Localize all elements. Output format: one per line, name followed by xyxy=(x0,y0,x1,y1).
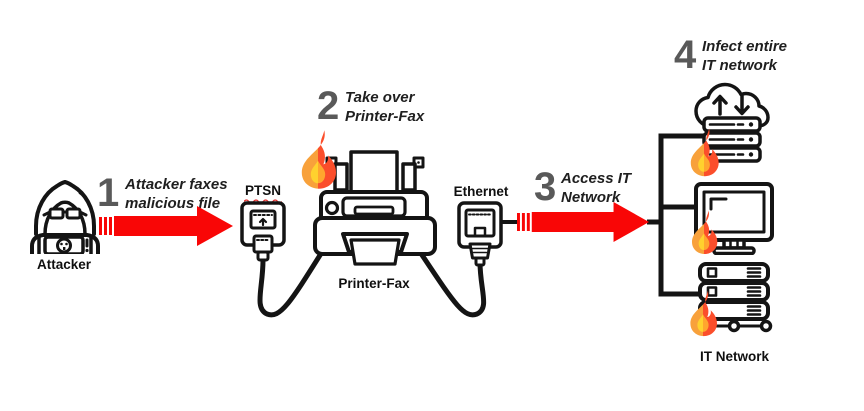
ethernet-cable xyxy=(417,249,487,318)
network-bracket xyxy=(658,133,729,297)
ethernet-jack-icon xyxy=(457,201,503,267)
step-4-text: Infect entire IT network xyxy=(702,38,788,74)
step-3-text: Access IT Network xyxy=(561,170,632,206)
step-4-number: 4 xyxy=(674,33,697,77)
step-1-number: 1 xyxy=(97,171,120,215)
step-3-number: 3 xyxy=(534,165,557,209)
printer-fax-icon xyxy=(313,150,437,266)
step-1-text: Attacker faxes malicious file xyxy=(125,176,228,212)
cloud-server-icon xyxy=(694,82,770,163)
monitor-icon xyxy=(694,182,774,255)
server-rack-icon xyxy=(695,262,773,333)
fire-icon xyxy=(682,127,726,177)
step-2-number: 2 xyxy=(317,84,340,128)
ptsn-cable xyxy=(257,249,325,318)
attacker-icon xyxy=(30,180,100,254)
attack-arrow-3 xyxy=(517,202,649,242)
attack-arrow-1 xyxy=(99,206,233,246)
fire-icon xyxy=(682,284,724,342)
ethernet-label: Ethernet xyxy=(453,184,509,199)
attacker-label: Attacker xyxy=(36,257,92,272)
printer-fax-label: Printer-Fax xyxy=(338,276,410,291)
fire-icon xyxy=(291,128,345,190)
phone-jack-icon xyxy=(240,201,286,262)
step-2-text: Take over Printer-Fax xyxy=(345,89,425,125)
fire-icon xyxy=(684,205,724,259)
it-network-label: IT Network xyxy=(699,349,769,364)
ptsn-label: PTSN xyxy=(244,183,281,198)
